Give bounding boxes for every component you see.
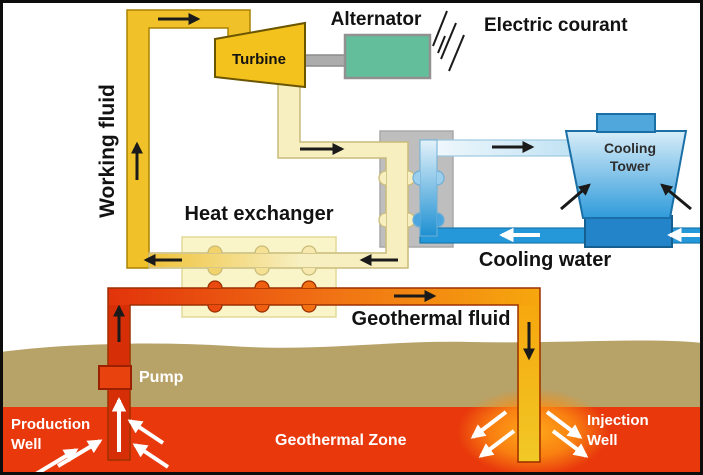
- geothermal-fluid-pipe: [107, 287, 541, 463]
- working-fluid-pipe-cream: [148, 77, 409, 269]
- turbine-label: Turbine: [232, 51, 286, 68]
- arrow-injection-out-left-2: [478, 429, 516, 458]
- pump-label: Pump: [139, 369, 184, 386]
- cooling-tower-basin: [584, 215, 673, 248]
- arrow-injection-out-right-1: [545, 410, 583, 439]
- turbine-body: [214, 21, 306, 89]
- geothermal-fluid-label: Geothermal fluid: [351, 308, 511, 330]
- arrow-injection-out-left-1: [470, 410, 508, 439]
- arrow-inflow-right-1: [127, 419, 165, 445]
- arrow-tower-in-left: [560, 183, 591, 211]
- geothermal-zone-label: Geothermal Zone: [275, 432, 407, 449]
- cooling-tower-label: Cooling Tower: [603, 140, 657, 174]
- alternator-label: Alternator: [330, 9, 422, 30]
- cooling-water-pipe-condenser: [419, 139, 438, 237]
- electric-current-label: Electric courant: [484, 15, 628, 36]
- cooling-tower-cap: [596, 113, 656, 133]
- heat-exchanger-label: Heat exchanger: [184, 203, 334, 225]
- working-fluid-label: Working fluid: [95, 84, 119, 218]
- pump-body: [98, 365, 132, 390]
- arrow-tower-in-right: [660, 183, 692, 211]
- alternator-body: [343, 33, 432, 80]
- pipe-heat-tint: [150, 254, 300, 267]
- flow-arrows-white: [35, 227, 700, 472]
- working-fluid-coil-bumps: [207, 170, 416, 276]
- cooling-coil-bumps: [412, 170, 445, 228]
- injection-pipe-leg: [519, 305, 539, 461]
- arrow-injection-out-right-2: [551, 429, 589, 458]
- cooling-water-label: Cooling water: [478, 249, 612, 271]
- injection-well-label: Injection Well: [587, 412, 649, 450]
- production-well-label: Production Well: [11, 416, 91, 454]
- arrow-inflow-left-2: [35, 448, 79, 472]
- electric-current-icon: [432, 10, 465, 72]
- geothermal-coil-bumps: [207, 280, 317, 313]
- turbine-shaft: [302, 54, 348, 67]
- arrow-inflow-right-2: [132, 443, 170, 469]
- flow-arrows-black: [113, 13, 692, 361]
